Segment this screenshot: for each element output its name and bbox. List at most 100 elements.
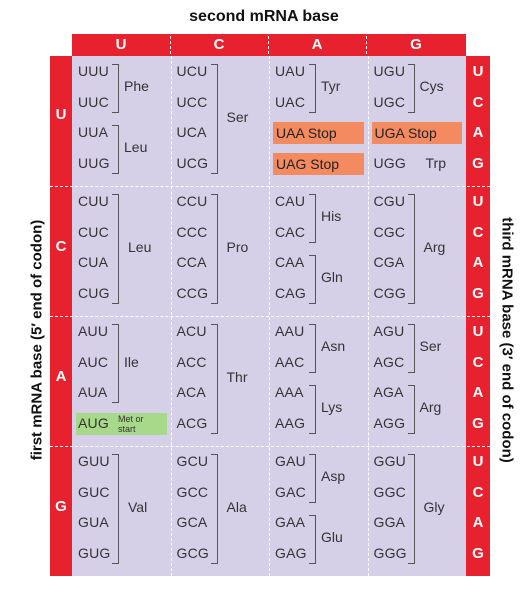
amino-acid-label: Cys (419, 78, 444, 95)
codon-CGU: CGU (373, 193, 406, 209)
codon-bracket (309, 324, 316, 373)
third-base-C: C (472, 223, 484, 241)
row-divider (50, 186, 490, 187)
codon-AAG: AAG (275, 414, 306, 431)
codon-bracket (407, 454, 415, 564)
codon-GCG: GCG (176, 544, 209, 561)
second-base-title: second mRNA base (189, 8, 339, 25)
amino-acid-label: Ile (124, 353, 139, 370)
amino-acid-label: Leu (128, 238, 152, 255)
third-base-A: A (472, 384, 484, 401)
amino-acid-label: Asn (321, 338, 346, 355)
stop-codon: UGA Stop (371, 122, 462, 144)
codon-CUA: CUA (78, 254, 109, 270)
codon-CGA: CGA (373, 254, 405, 270)
amino-acid-label: Trp (425, 154, 446, 171)
codon-CGC: CGC (373, 223, 406, 240)
codon-GAA: GAA (275, 514, 306, 530)
codon-bracket (112, 64, 119, 113)
amino-acid-label: Phe (124, 78, 149, 95)
start-codon: AUG (78, 414, 109, 431)
codon-UUA: UUA (78, 124, 109, 140)
column-header-A: A (311, 36, 323, 53)
third-base-G: G (472, 544, 484, 562)
third-base-C: C (472, 353, 484, 371)
codon-UUC: UUC (78, 93, 109, 110)
codon-AUU: AUU (78, 323, 109, 339)
codon-bracket (309, 515, 316, 564)
codon-UAU: UAU (275, 63, 306, 79)
amino-acid-label: Arg (419, 399, 442, 416)
codon-bracket (210, 194, 218, 304)
codon-bracket (112, 194, 119, 304)
codon-bracket (309, 385, 316, 434)
amino-acid-label: Asp (321, 468, 346, 485)
codon-GGC: GGC (373, 483, 406, 500)
column-header-U: U (115, 36, 127, 53)
codon-CAU: CAU (275, 193, 306, 209)
codon-UUG: UUG (78, 154, 110, 171)
codon-bracket (309, 64, 316, 113)
third-base-U: U (472, 323, 484, 340)
third-base-G: G (472, 284, 484, 302)
header-divider (268, 36, 269, 54)
amino-acid-label: Gln (321, 269, 343, 286)
codon-UGU: UGU (373, 63, 406, 79)
third-base-G: G (472, 414, 484, 432)
third-base-G: G (472, 154, 484, 172)
codon-GGU: GGU (373, 453, 406, 469)
header-divider (366, 36, 367, 54)
column-header-C: C (213, 36, 225, 53)
codon-GUC: GUC (78, 483, 110, 500)
codon-AAC: AAC (275, 353, 305, 370)
codon-CUG: CUG (78, 284, 110, 301)
codon-CCG: CCG (176, 284, 209, 301)
codon-UCG: UCG (176, 154, 209, 171)
column-header-G: G (410, 36, 422, 53)
third-base-U: U (472, 63, 484, 80)
codon-bracket (407, 194, 415, 304)
codon-bracket (112, 324, 119, 403)
codon-CAC: CAC (275, 223, 306, 240)
codon-bracket (407, 385, 415, 434)
codon-UAC: UAC (275, 93, 306, 110)
row-header-G: G (55, 498, 67, 515)
codon-bracket (407, 64, 415, 113)
row-divider (50, 316, 490, 317)
codon-bracket (210, 64, 218, 174)
amino-acid-label: Tyr (321, 78, 341, 95)
codon-AGG: AGG (373, 414, 406, 431)
row-header-A: A (55, 368, 67, 385)
amino-acid-label: Gly (423, 498, 445, 515)
codon-CGG: CGG (373, 284, 406, 301)
start-codon-box (76, 412, 167, 435)
codon-ACG: ACG (176, 414, 208, 431)
stop-codon: UAA Stop (273, 122, 364, 144)
codon-AUA: AUA (78, 384, 108, 400)
codon-GGG: GGG (373, 544, 407, 561)
amino-acid-label: Leu (124, 139, 148, 156)
codon-bracket (210, 324, 218, 434)
codon-bracket (112, 125, 119, 174)
amino-acid-label: Arg (423, 238, 446, 255)
third-base-A: A (472, 514, 484, 531)
codon-GUG: GUG (78, 544, 111, 561)
codon-GAU: GAU (275, 453, 306, 469)
stop-codon: UAG Stop (273, 152, 364, 175)
codon-bracket (407, 324, 415, 373)
codon-GGA: GGA (373, 514, 406, 530)
codon-CCA: CCA (176, 254, 207, 270)
row-header-U: U (55, 106, 67, 123)
codon-ACU: ACU (176, 323, 207, 339)
codon-bracket (210, 454, 218, 564)
codon-GUA: GUA (78, 514, 109, 530)
codon-AGA: AGA (373, 384, 404, 400)
codon-CAG: CAG (275, 284, 306, 301)
codon-CUU: CUU (78, 193, 109, 209)
third-base-U: U (472, 453, 484, 470)
codon-GAC: GAC (275, 483, 306, 500)
codon-AUC: AUC (78, 353, 109, 370)
codon-ACC: ACC (176, 353, 207, 370)
